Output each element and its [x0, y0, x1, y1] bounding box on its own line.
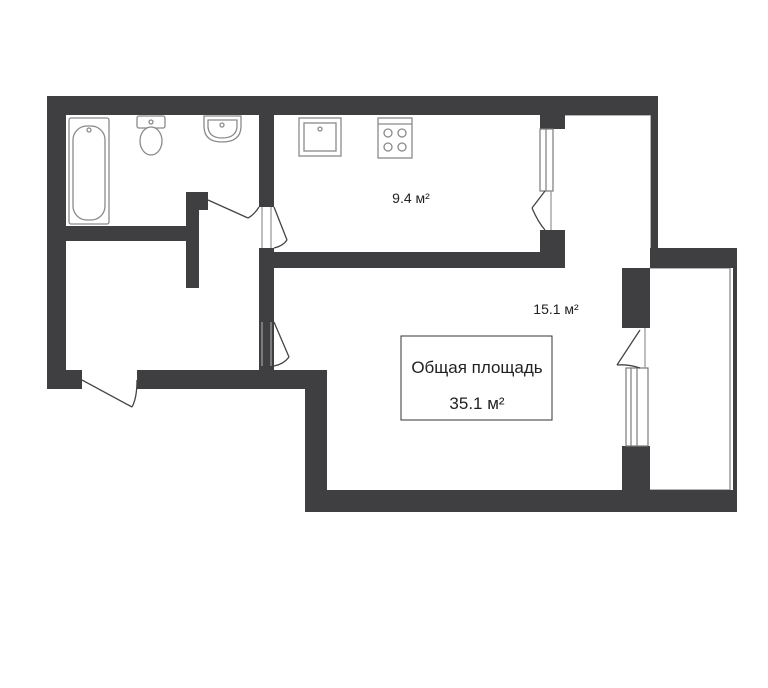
living-door: [261, 321, 290, 367]
entrance-door-leaf: [81, 379, 133, 408]
bathroom-door-swing: [247, 206, 260, 219]
bathtub-drain: [86, 127, 92, 133]
stove-icon: [377, 117, 413, 159]
total-area-heading: Общая площадь: [411, 358, 542, 377]
wall-living-pier-bottom: [622, 446, 650, 512]
wall-bottom: [305, 490, 737, 512]
entrance-door: [81, 379, 138, 408]
toilet-bowl: [139, 126, 163, 156]
wall-living-pier-top: [622, 268, 650, 328]
stove-body: [377, 117, 413, 159]
walls: [47, 96, 737, 512]
kitchen-window: [539, 128, 554, 192]
wall-kitchen-balcony-edge: [651, 96, 658, 266]
bathtub-inner: [72, 125, 106, 221]
doors: [81, 190, 646, 408]
bathroom-door-leaf: [207, 199, 249, 219]
kitchen-door-leaf: [273, 206, 288, 241]
total-area-value: 35.1 м²: [449, 394, 504, 413]
kitchen-area-label: 9.4 м²: [392, 190, 430, 206]
kitchen-sink-drain: [317, 126, 323, 132]
kitchen-balcony-door-swing: [531, 207, 546, 231]
stove-burner-3: [383, 142, 393, 152]
wall-corridor-stub: [186, 192, 199, 288]
kitchen-balcony-door-leaf: [531, 190, 546, 209]
stove-burner-4: [397, 142, 407, 152]
bathtub-icon: [68, 117, 110, 225]
kitchen-balcony-door: [531, 190, 552, 231]
kitchen-door: [261, 206, 288, 249]
bathroom-door: [207, 199, 260, 219]
toilet-icon: [136, 115, 166, 156]
wall-bathroom-bottom: [66, 226, 194, 241]
toilet-button: [148, 119, 154, 125]
kitchen-balcony: [565, 114, 657, 248]
windows: [539, 128, 649, 447]
wall-kitchen-pier-top: [540, 115, 565, 129]
wall-bottom-mid: [137, 370, 327, 389]
wall-kitchen-pier-bottom: [540, 230, 565, 268]
sink-bowl: [207, 119, 238, 139]
wall-bath-kitchen: [259, 115, 274, 207]
wall-living-left: [305, 370, 327, 512]
living-balcony: [650, 267, 735, 491]
living-balcony-door-swing: [616, 364, 641, 369]
stove-burner-2: [397, 128, 407, 138]
total-area-frame: [400, 335, 553, 421]
living-door-leaf: [273, 321, 290, 358]
wall-kitchen-living: [259, 252, 558, 268]
living-room-area-label: 15.1 м²: [533, 301, 579, 317]
wall-living-balcony-top: [650, 248, 737, 268]
entrance-door-swing: [131, 379, 138, 408]
wall-corridor-living: [259, 248, 274, 370]
total-area-box: Общая площадь 35.1 м²: [400, 335, 553, 421]
sink-drain: [219, 122, 225, 128]
stove-burner-1: [383, 128, 393, 138]
wall-bottom-left: [47, 370, 82, 389]
living-balcony-door: [616, 328, 646, 369]
sink-icon: [203, 115, 242, 143]
kitchen-sink-icon: [298, 117, 342, 157]
wall-top: [47, 96, 658, 115]
living-balcony-door-leaf: [616, 329, 641, 366]
living-window: [625, 367, 649, 447]
living-door-swing: [273, 356, 290, 367]
kitchen-door-swing: [273, 239, 288, 249]
wall-left: [47, 96, 66, 389]
wall-living-balcony-edge: [733, 248, 737, 512]
fixtures: [68, 115, 413, 225]
